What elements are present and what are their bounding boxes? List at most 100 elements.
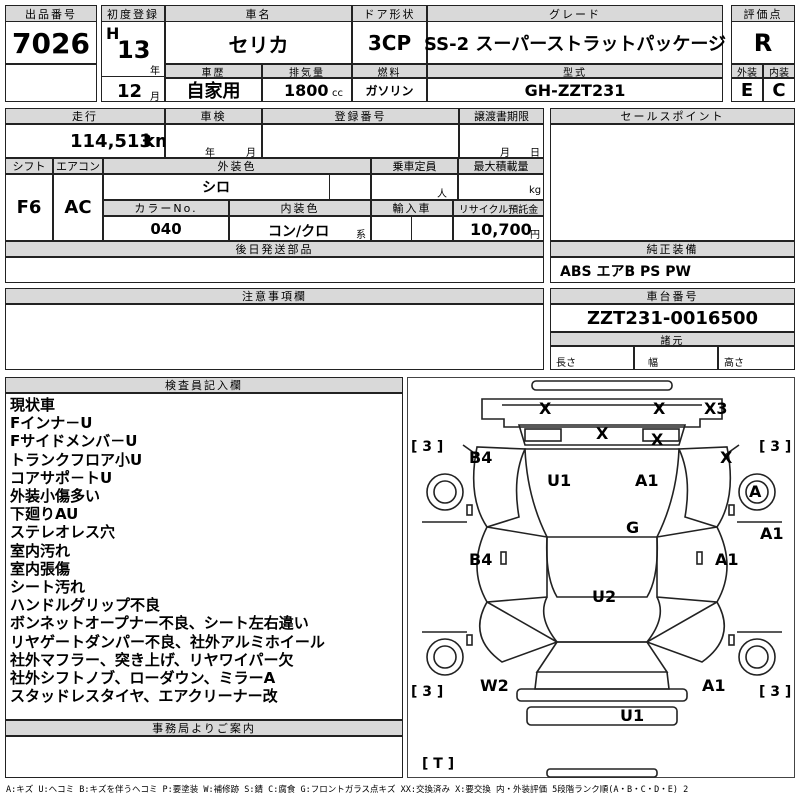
inspector-note: 社外マフラー、突き上げ、リヤワイパー欠 <box>10 650 294 669</box>
genuine-equipment-label: 純正装備 <box>550 241 795 257</box>
car-name: セリカ <box>228 32 289 57</box>
damage-front-x1: X <box>539 399 552 418</box>
registration-number-label: 登録番号 <box>262 108 459 124</box>
transfer-deadline-box <box>459 124 544 158</box>
capacity-label: 乗車定員 <box>371 158 458 174</box>
inspector-note: トランクフロア小U <box>10 450 143 469</box>
spare-tire: [ T ] <box>422 756 455 772</box>
exterior-color-box <box>103 174 371 200</box>
inspector-note: Fインナ－U <box>10 414 93 433</box>
fuel-box <box>352 78 427 102</box>
damage-x-right: X <box>720 448 733 467</box>
chassis-number-box <box>550 304 795 332</box>
exterior-color-label: 外装色 <box>103 158 371 174</box>
aircon-box <box>53 174 103 241</box>
interior-color: コン/クロ <box>268 224 330 240</box>
damage-glass-x2: X <box>651 430 664 449</box>
chassis-number-label: 車台番号 <box>550 288 795 304</box>
grade: SS-2 スーパーストラットパッケージ <box>424 34 726 55</box>
damage-glass-x1: X <box>596 424 609 443</box>
vehicle-history: 自家用 <box>186 81 241 102</box>
year-unit: 年 <box>150 66 160 77</box>
interior-color-label: 内装色 <box>229 200 371 216</box>
exterior-grade-label: 外装 <box>731 64 763 78</box>
car-name-label: 車名 <box>165 5 352 22</box>
damage-a-wheel: A <box>749 482 762 501</box>
color-number-label: カラーNo. <box>103 200 229 216</box>
damage-u1-rear: U1 <box>620 706 645 725</box>
color-number: 040 <box>150 219 182 238</box>
damage-w2: W2 <box>480 676 509 695</box>
inspector-note: 下廻りAU <box>10 505 79 524</box>
tire-rear-left: [ 3 ] <box>411 684 444 700</box>
import-box <box>371 216 453 241</box>
registration-number-box <box>262 124 459 158</box>
grade-label: グレード <box>427 5 723 22</box>
damage-a1-rear: A1 <box>702 676 726 695</box>
selling-points-box <box>550 124 795 241</box>
capacity-box <box>371 174 458 200</box>
damage-g: G <box>626 518 640 537</box>
inspector-note: リヤゲートダンパー不良、社外アルミホイール <box>10 632 325 651</box>
inspector-note: 社外シフトノブ、ローダウン、ミラーA <box>10 669 276 688</box>
history-label: 車歴 <box>165 64 262 78</box>
chassis-number: ZZT231-0016500 <box>586 307 759 329</box>
transfer-deadline-label: 譲渡書期限 <box>459 108 544 124</box>
tire-rear-right: [ 3 ] <box>759 684 792 700</box>
aircon-label: エアコン <box>53 158 103 174</box>
inspector-note: 現状車 <box>10 396 56 414</box>
selling-points-label: セールスポイント <box>550 108 795 124</box>
inspector-note: ステレオレス穴 <box>10 523 116 542</box>
mileage-box <box>5 124 165 158</box>
inspector-notes-box: 現状車 Fインナ－U Fサイドメンバ－U トランクフロア小U コアサポ－トU 外… <box>5 393 403 720</box>
mileage-label: 走行 <box>5 108 165 124</box>
score-label: 評価点 <box>731 5 795 22</box>
interior-grade-box <box>763 78 795 102</box>
registration-year: 13 <box>117 36 151 64</box>
inspector-note: スタッドレスタイヤ、エアクリーナー改 <box>10 687 278 706</box>
inspector-note: ボンネットオープナー不良、シート左右違い <box>10 614 309 633</box>
interior-color-box <box>229 216 371 241</box>
lot-number: 7026 <box>12 26 90 60</box>
model-label: 型式 <box>427 64 723 78</box>
damage-front-x2: X <box>653 399 666 418</box>
inspection-year-unit: 年 <box>205 148 215 159</box>
car-diagram-panel <box>407 377 795 778</box>
displacement: 1800 <box>284 81 329 100</box>
damage-u2: U2 <box>592 587 617 606</box>
damage-u1: U1 <box>547 471 572 490</box>
color-number-box <box>103 216 229 241</box>
recycle-deposit: 10,700 <box>470 220 532 239</box>
max-load-box <box>458 174 544 200</box>
office-notice-box <box>5 736 403 778</box>
damage-b4-upper: B4 <box>469 448 493 467</box>
model-code: GH-ZZT231 <box>524 80 626 100</box>
inspection-box <box>165 124 262 158</box>
car-outline-diagram <box>422 380 782 778</box>
door-type: 3CP <box>367 31 412 55</box>
inspector-note: シート汚れ <box>10 578 86 597</box>
displacement-label: 排気量 <box>262 64 352 78</box>
month-unit: 月 <box>150 92 160 103</box>
inspection-month-unit: 月 <box>246 148 256 159</box>
tire-front-right: [ 3 ] <box>759 439 792 455</box>
model-box <box>427 78 723 102</box>
damage-b4-lower: B4 <box>469 550 493 569</box>
inspector-note: コアサポ－トU <box>10 468 113 487</box>
fuel: ガソリン <box>365 83 414 98</box>
genuine-equipment: ABS エアB PS PW <box>560 264 691 280</box>
era-letter: H <box>106 24 120 43</box>
spec-width-box <box>634 346 718 370</box>
tire-front-left: [ 3 ] <box>411 439 444 455</box>
lot-number-label: 出品番号 <box>5 5 97 22</box>
inspector-note: Fサイドメンバ－U <box>10 432 138 451</box>
damage-code-legend: A:キズ U:ヘコミ B:キズを伴うヘコミ P:要塗装 W:補修跡 S:錆 C:… <box>6 785 689 795</box>
notes-box <box>5 304 544 370</box>
notes-label: 注意事項欄 <box>5 288 544 304</box>
damage-a1-edge: A1 <box>760 524 784 543</box>
inspector-note: 外装小傷多い <box>10 487 101 506</box>
registration-month: 12 <box>117 81 143 102</box>
exterior-color-divider <box>329 174 330 200</box>
inspector-note: 室内張傷 <box>10 559 71 578</box>
length-label: 長さ <box>556 358 576 369</box>
